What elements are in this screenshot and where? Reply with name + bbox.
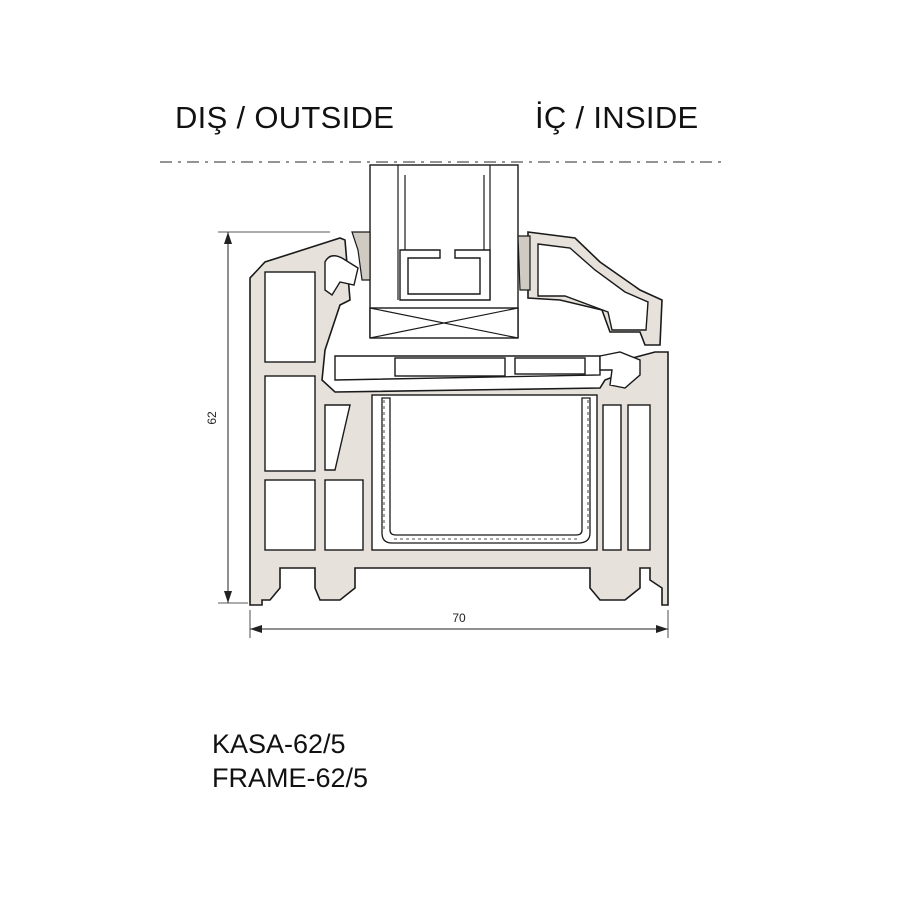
gasket-inner [517, 235, 531, 291]
profile-code-tr: KASA-62/5 [212, 729, 346, 759]
inside-label: İÇ / INSIDE [535, 100, 699, 135]
cavity [602, 404, 622, 551]
cavity [264, 479, 316, 551]
cavity [264, 375, 316, 472]
gasket-outer [351, 231, 371, 281]
width-value: 70 [452, 611, 466, 625]
profile-code-en: FRAME-62/5 [212, 763, 369, 793]
cavity [627, 404, 651, 551]
height-value: 62 [205, 411, 219, 425]
bead-clip [599, 351, 641, 389]
cavity [394, 357, 506, 377]
outside-label: DIŞ / OUTSIDE [175, 100, 395, 135]
cavity [514, 357, 586, 375]
bead-cavity [537, 243, 649, 331]
outer-lip [324, 255, 359, 297]
cavity [324, 479, 364, 551]
reinforcement-chamber [371, 394, 598, 551]
cavity [324, 404, 351, 471]
height-dimension: 62 [205, 231, 330, 604]
cavity [264, 271, 316, 363]
width-dimension: 70 [249, 610, 669, 638]
glazing-unit [369, 164, 519, 339]
steel-reinforcement [381, 397, 591, 544]
